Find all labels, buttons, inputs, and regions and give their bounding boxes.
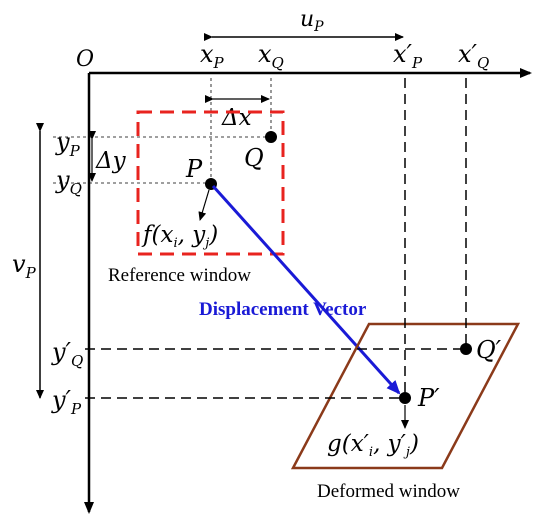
delta-y-label: Δy [95, 148, 127, 174]
point-q-prime [460, 343, 472, 355]
p-to-f-arrow [198, 189, 210, 221]
y-p-prime-label: y′P [51, 386, 82, 418]
x-q-prime-label: x′Q [458, 40, 489, 72]
reference-window [136, 110, 285, 256]
f-function-label: f(xi, yj) [141, 222, 218, 251]
y-p-label: yP [55, 128, 81, 160]
point-q-label: Q [244, 144, 264, 172]
point-p-prime [399, 392, 411, 404]
deformed-window [290, 322, 521, 470]
point-q-prime-label: Q′ [476, 336, 502, 364]
point-q [265, 131, 277, 143]
x-q-label: xQ [258, 40, 284, 72]
displacement-vector [211, 184, 401, 395]
v-p-label: vP [12, 250, 37, 282]
point-p-prime-label: P′ [417, 384, 440, 412]
delta-x-label: Δx [221, 105, 252, 131]
g-function-label: g(x′i, y′j) [327, 431, 419, 460]
u-p-label: uP [300, 7, 324, 35]
reference-window-label: Reference window [108, 265, 251, 286]
deformed-window-label: Deformed window [317, 481, 460, 502]
x-p-prime-label: x′P [393, 40, 423, 72]
displacement-vector-label: Displacement Vector [199, 299, 367, 320]
point-p-label: P [185, 155, 203, 183]
y-q-label: yQ [55, 166, 82, 198]
origin-label: O [76, 47, 94, 72]
x-p-label: xP [200, 40, 225, 72]
y-q-prime-label: y′Q [51, 338, 83, 370]
